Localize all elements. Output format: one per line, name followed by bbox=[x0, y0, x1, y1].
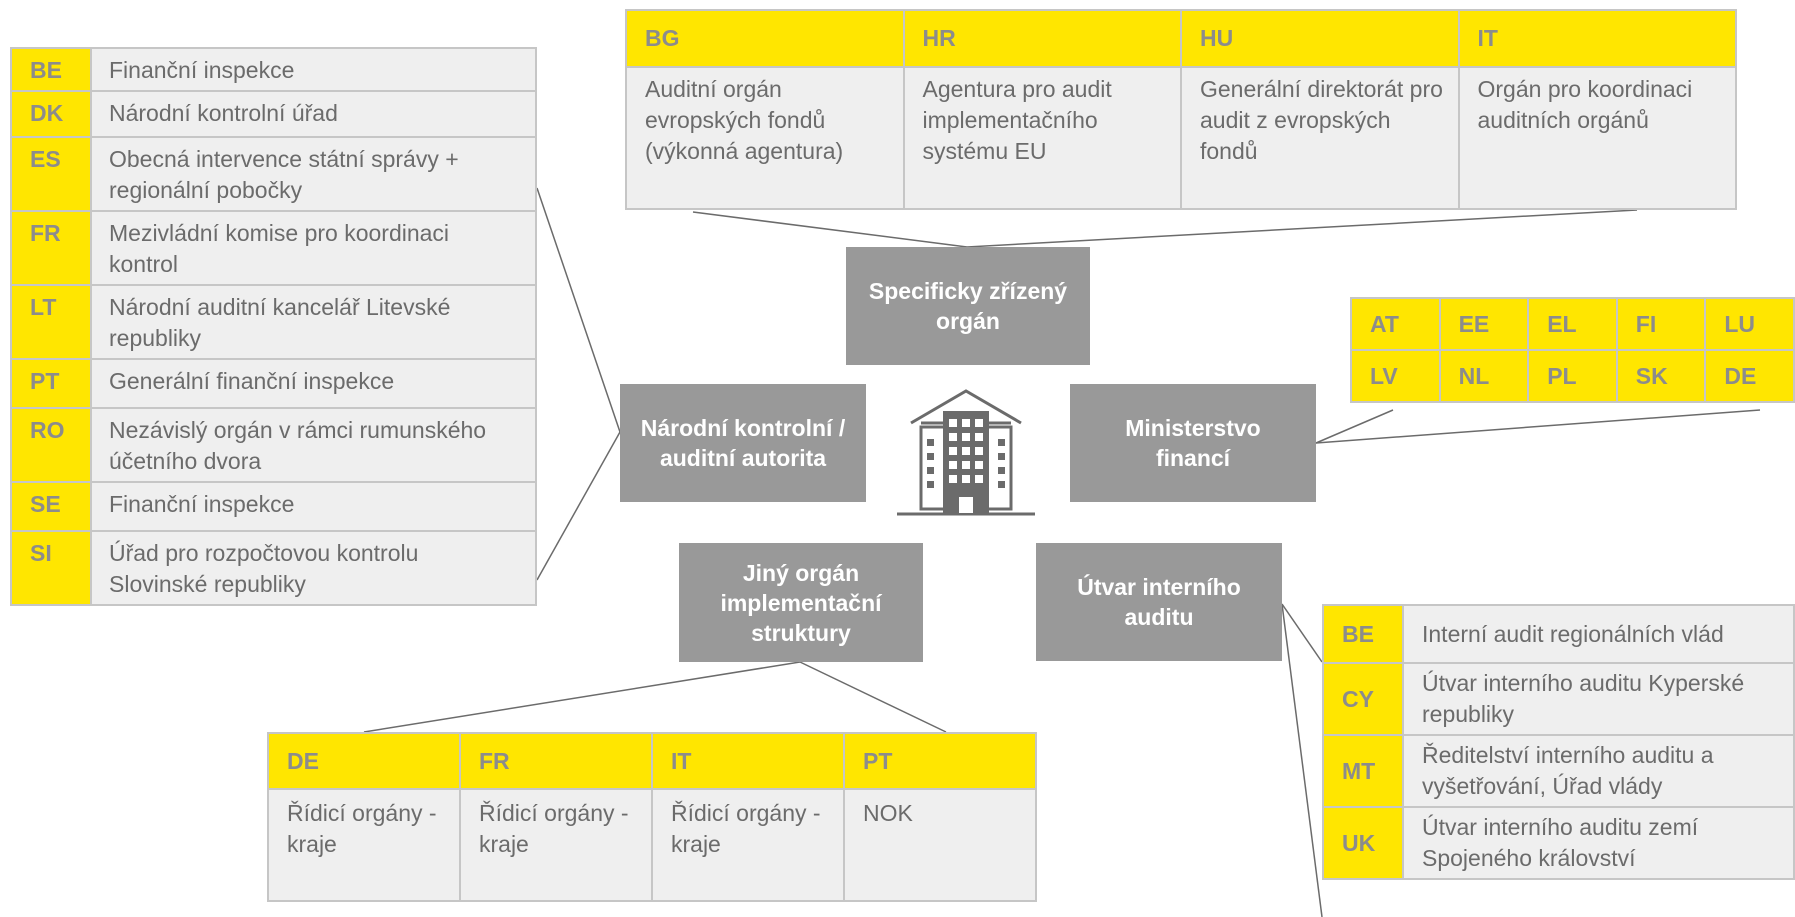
country-code: AT bbox=[1350, 297, 1441, 351]
country-code: PT bbox=[10, 358, 92, 409]
body-name: Obecná intervence státní správy + region… bbox=[90, 136, 537, 212]
connector-ministerstvo-right bbox=[1315, 409, 1761, 444]
country-code: LU bbox=[1704, 297, 1795, 351]
body-name: Generální finanční inspekce bbox=[90, 358, 537, 409]
body-name: Nezávislý orgán v rámci rumunského účetn… bbox=[90, 407, 537, 483]
country-code: BE bbox=[10, 47, 92, 92]
country-code: DK bbox=[10, 90, 92, 138]
body-name: Národní auditní kancelář Litevské republ… bbox=[90, 284, 537, 360]
body-name: Národní kontrolní úřad bbox=[90, 90, 537, 138]
country-code: CY bbox=[1322, 662, 1404, 736]
country-code: FI bbox=[1615, 297, 1707, 351]
country-code: HU bbox=[1180, 9, 1460, 68]
body-name: Auditní orgán evropských fondů (výkonná … bbox=[625, 66, 905, 210]
connector-utvar-bottom bbox=[1281, 603, 1323, 917]
body-name: NOK bbox=[843, 788, 1037, 902]
body-name: Úřad pro rozpočtovou kontrolu Slovinské … bbox=[90, 530, 537, 606]
connector-narodni-bottom bbox=[536, 431, 621, 581]
body-name: Mezivládní komise pro koordinaci kontrol bbox=[90, 210, 537, 286]
node-utvar: Útvar interního auditu bbox=[1036, 543, 1282, 661]
country-code: RO bbox=[10, 407, 92, 483]
country-code: FR bbox=[10, 210, 92, 286]
body-name: Ředitelství interního auditu a vyšetřová… bbox=[1402, 734, 1795, 808]
country-code: SK bbox=[1615, 349, 1707, 403]
country-code: HR bbox=[902, 9, 1182, 68]
body-name: Orgán pro koordinaci auditních orgánů bbox=[1457, 66, 1737, 210]
body-name: Generální direktorát pro audit z evropsk… bbox=[1180, 66, 1460, 210]
connector-narodni-top bbox=[536, 187, 621, 433]
country-code: IT bbox=[651, 732, 845, 790]
connector-utvar-top bbox=[1281, 603, 1323, 663]
country-code: PT bbox=[843, 732, 1037, 790]
country-code: IT bbox=[1457, 9, 1737, 68]
country-code: LT bbox=[10, 284, 92, 360]
country-code: BG bbox=[625, 9, 905, 68]
country-code: MT bbox=[1322, 734, 1404, 808]
node-specificky: Specificky zřízený orgán bbox=[846, 247, 1090, 365]
country-code: PL bbox=[1527, 349, 1618, 403]
country-code: EE bbox=[1438, 297, 1530, 351]
node-jiny: Jiný orgán implementační struktury bbox=[679, 543, 923, 662]
body-name: Agentura pro audit implementačního systé… bbox=[902, 66, 1182, 210]
body-name: Řídicí orgány - kraje bbox=[651, 788, 845, 902]
body-name: Útvar interního auditu zemí Spojeného kr… bbox=[1402, 806, 1795, 880]
government-building-icon bbox=[897, 389, 1035, 516]
body-name: Řídicí orgány - kraje bbox=[459, 788, 653, 902]
node-ministerstvo: Ministerstvo financí bbox=[1070, 384, 1316, 502]
country-code: LV bbox=[1350, 349, 1441, 403]
country-code: UK bbox=[1322, 806, 1404, 880]
connector-specificky-left bbox=[692, 211, 968, 248]
connector-jiny-right bbox=[799, 661, 947, 733]
country-code: DE bbox=[1704, 349, 1795, 403]
body-name: Finanční inspekce bbox=[90, 481, 537, 532]
body-name: Útvar interního auditu Kyperské republik… bbox=[1402, 662, 1795, 736]
country-code: DE bbox=[267, 732, 461, 790]
country-code: FR bbox=[459, 732, 653, 790]
country-code: NL bbox=[1438, 349, 1530, 403]
body-name: Finanční inspekce bbox=[90, 47, 537, 92]
connector-specificky-right bbox=[966, 209, 1638, 248]
body-name: Interní audit regionálních vlád bbox=[1402, 604, 1795, 664]
country-code: EL bbox=[1527, 297, 1618, 351]
country-code: SE bbox=[10, 481, 92, 532]
country-code: ES bbox=[10, 136, 92, 212]
country-code: SI bbox=[10, 530, 92, 606]
country-code: BE bbox=[1322, 604, 1404, 664]
connector-ministerstvo-left bbox=[1315, 409, 1394, 444]
connector-jiny-left bbox=[363, 661, 801, 733]
body-name: Řídicí orgány - kraje bbox=[267, 788, 461, 902]
node-narodni: Národní kontrolní / auditní autorita bbox=[620, 384, 866, 502]
